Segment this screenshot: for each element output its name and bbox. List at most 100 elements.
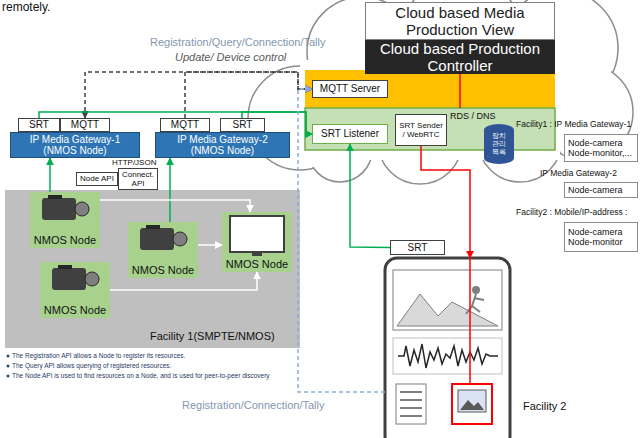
node-text: SRT Listener bbox=[321, 128, 379, 140]
node-text: Node-camera bbox=[568, 185, 623, 195]
connector bbox=[185, 72, 312, 118]
camera-icon bbox=[40, 262, 110, 318]
camera-lens bbox=[173, 232, 187, 246]
annotation-label: Facility2 : Mobile/IP-address : bbox=[516, 208, 627, 218]
node-text: Node-camera Node-monitor bbox=[568, 227, 634, 248]
camera-node: NMOS Node bbox=[128, 222, 198, 278]
camera-body bbox=[140, 228, 174, 250]
node-text: RDS / DNS bbox=[450, 111, 496, 121]
device-list-box: Node-camera bbox=[564, 182, 638, 198]
node-text: SRT Sender / WebRTC bbox=[399, 121, 443, 139]
red-signal-line bbox=[459, 70, 461, 108]
camera-icon bbox=[30, 192, 100, 248]
node-text: IP Media Gateway-1 bbox=[30, 134, 120, 146]
bullet-dots bbox=[7, 355, 10, 378]
monitor-node: NMOS Node bbox=[222, 212, 292, 272]
camera-body bbox=[52, 268, 86, 290]
api-box: Connect. API bbox=[118, 168, 158, 190]
port-box: SRT bbox=[390, 240, 445, 255]
runner-body bbox=[466, 294, 484, 314]
annotation-label: remotely. bbox=[2, 1, 50, 15]
runner-head bbox=[472, 286, 480, 294]
node-text: Cloud based Media Production View bbox=[369, 4, 551, 39]
phone-illustration bbox=[385, 258, 510, 438]
node-text: SRT bbox=[408, 242, 428, 254]
connector bbox=[350, 144, 390, 248]
node-text: NMOS Node bbox=[132, 264, 194, 277]
api-box: Node API bbox=[76, 172, 118, 186]
cloud-fill bbox=[300, 60, 560, 160]
connector bbox=[39, 112, 312, 134]
facility-region bbox=[5, 190, 300, 348]
audio-panel bbox=[393, 338, 502, 374]
camera-tile bbox=[128, 222, 198, 278]
bullet bbox=[7, 375, 10, 378]
camera-icon bbox=[128, 222, 198, 278]
camera-handle bbox=[48, 195, 62, 199]
connector bbox=[49, 158, 51, 192]
node-text: SRT bbox=[29, 119, 49, 131]
image-icon bbox=[458, 390, 486, 412]
monitor-screen bbox=[230, 216, 284, 252]
camera-node: NMOS Node bbox=[40, 262, 110, 318]
annotation-label: The Query API allows querying of registe… bbox=[12, 362, 171, 369]
camera-body bbox=[42, 198, 76, 220]
node-text: MQTT bbox=[171, 119, 199, 131]
waveform bbox=[398, 344, 498, 368]
port-box: SRT bbox=[220, 118, 265, 132]
list-icon bbox=[396, 384, 426, 424]
port-box: SRT bbox=[18, 118, 60, 132]
node-text: NMOS Node bbox=[34, 234, 96, 247]
camera-lens bbox=[75, 202, 89, 216]
camera-handle bbox=[58, 265, 72, 269]
view-box: Cloud based Media Production View bbox=[365, 2, 555, 40]
annotation-label: The Node API is used to find resources o… bbox=[12, 372, 270, 379]
camera-tile bbox=[30, 192, 100, 248]
device-list-box: Node-camera Node-monitor bbox=[564, 222, 638, 252]
node-text: (NMOS Node) bbox=[43, 145, 106, 157]
node-text: MQTT bbox=[71, 119, 99, 131]
monitor-stand bbox=[252, 252, 262, 256]
annotation-label: Update/ Device control bbox=[175, 51, 286, 64]
red-signal-line bbox=[469, 258, 471, 384]
connector bbox=[169, 158, 171, 222]
node-text: NMOS Node bbox=[226, 258, 288, 271]
list-lines bbox=[400, 392, 422, 416]
node-text: Facility 2 bbox=[523, 400, 566, 413]
monitor-tile bbox=[222, 212, 292, 272]
bullet bbox=[7, 355, 10, 358]
annotation-label: Facility1 : IP Media Gateway-1 bbox=[516, 120, 631, 130]
selected-image-frame bbox=[452, 384, 492, 424]
node-text: SRT bbox=[233, 119, 253, 131]
database-cylinder: RDS / DNS장치관리목록 bbox=[484, 124, 514, 164]
connector bbox=[198, 244, 222, 246]
gateway-box: IP Media Gateway-1(NMOS Node) bbox=[10, 132, 140, 158]
phone-node: Facility 2 bbox=[385, 258, 510, 438]
listener-box: SRT Listener bbox=[312, 124, 388, 144]
node-text: IP Media Gateway-2 bbox=[177, 134, 267, 146]
camera-handle bbox=[146, 225, 160, 229]
camera-tile bbox=[40, 262, 110, 318]
video-frame bbox=[393, 270, 502, 330]
node-text: NMOS Node bbox=[44, 304, 106, 317]
connector bbox=[85, 72, 312, 118]
camera-node: NMOS Node bbox=[30, 192, 100, 248]
node-text: Node API bbox=[80, 174, 114, 183]
controller-box: Cloud based Production Controller bbox=[365, 40, 555, 74]
connector bbox=[100, 200, 250, 212]
annotation-label: IP Media Gateway-2 bbox=[540, 169, 617, 179]
node-text: 장치관리목록 bbox=[492, 132, 506, 155]
node-text: Node-camera Node-monitor,... bbox=[568, 138, 634, 159]
annotation-label: The Registration API allows a Node to re… bbox=[12, 352, 185, 359]
server-box: MQTT Server bbox=[312, 80, 388, 98]
port-box: MQTT bbox=[160, 118, 210, 132]
mountain bbox=[397, 294, 498, 326]
sender-box: SRT Sender / WebRTC bbox=[395, 114, 447, 146]
camera-lens bbox=[85, 272, 99, 286]
annotation-label: Registration/Connection/Tally bbox=[180, 399, 326, 412]
port-box: MQTT bbox=[60, 118, 110, 132]
device-list-box: Node-camera Node-monitor,... bbox=[564, 134, 638, 162]
facility-region: Facility 1(SMPTE/NMOS)NMOS NodeNMOS Node… bbox=[5, 190, 300, 348]
monitor-icon bbox=[222, 212, 292, 272]
